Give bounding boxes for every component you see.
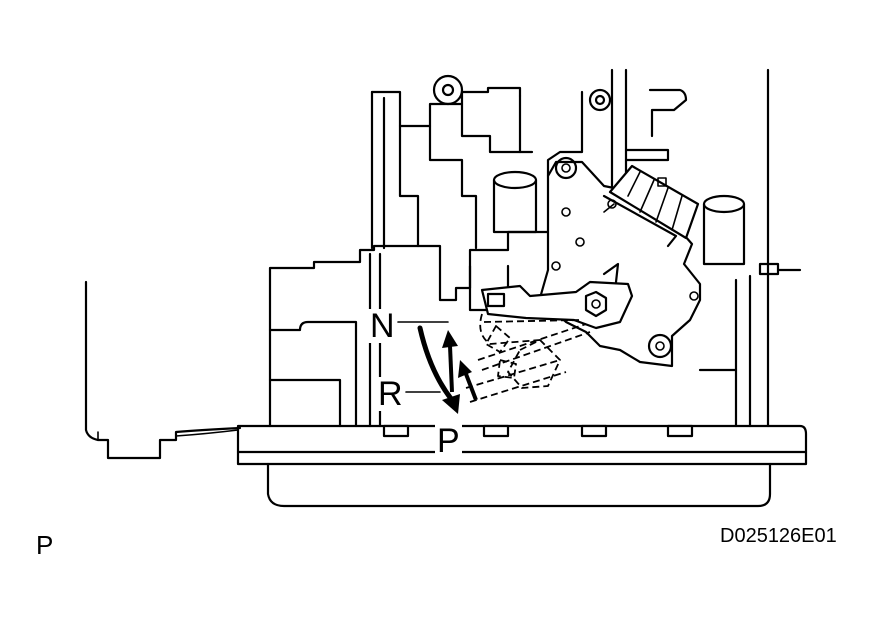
step-label: P	[36, 530, 54, 560]
manual-valve-lever	[480, 262, 634, 330]
oil-pan	[236, 424, 808, 508]
position-label-n: N	[368, 307, 397, 345]
right-housing	[546, 68, 802, 428]
cylinders	[468, 170, 746, 312]
lever-dashed-positions	[465, 313, 591, 403]
leader-lines	[397, 321, 449, 393]
figure-code: D025126E01	[720, 525, 837, 547]
valve-body	[268, 74, 550, 428]
position-label-p: P	[435, 422, 462, 460]
left-housing	[84, 280, 242, 460]
solenoid-connector	[602, 164, 700, 248]
position-label-r: R	[376, 375, 405, 413]
rotation-arrows	[417, 325, 478, 414]
